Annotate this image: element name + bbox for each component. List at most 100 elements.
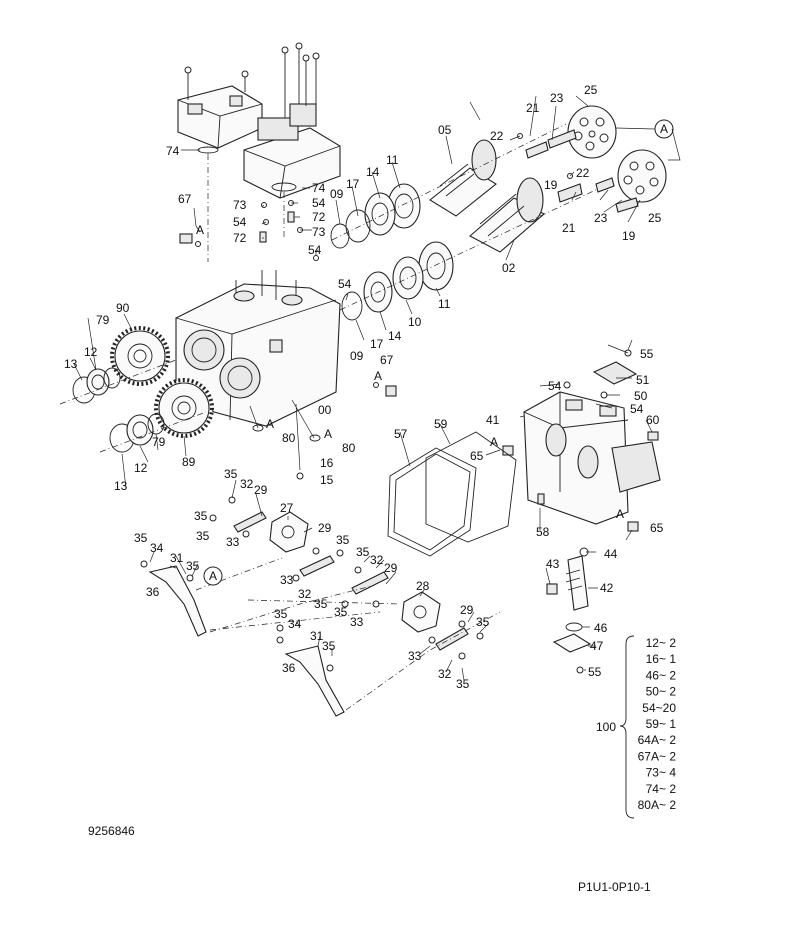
part-label: 33	[226, 535, 240, 549]
part-label: 60	[646, 413, 660, 427]
part-label: 14	[388, 329, 402, 343]
part-label: 35	[134, 531, 148, 545]
pump-housing	[175, 270, 341, 442]
kit-item: 80A~ 2	[638, 798, 677, 812]
part-label: 74	[166, 144, 180, 158]
kit-number: 100	[596, 720, 616, 734]
part-label: 35	[194, 509, 208, 523]
part-label: 35	[274, 607, 288, 621]
part-label: 12	[134, 461, 148, 475]
part-label: 35	[456, 677, 470, 691]
servo-cover-28	[401, 591, 441, 633]
kit-item: 16~ 1	[646, 652, 677, 666]
part-label: 72	[312, 210, 326, 224]
page-code: P1U1-0P10-1	[578, 880, 651, 894]
pump-cover-41	[502, 361, 661, 532]
part-label: 35	[196, 529, 210, 543]
kit-item: 67A~ 2	[638, 749, 677, 763]
part-label: 15	[320, 473, 334, 487]
part-label: A	[266, 417, 274, 431]
part-label: 35	[224, 467, 238, 481]
part-label: 16	[320, 456, 334, 470]
part-label: 25	[648, 211, 662, 225]
part-label: 35	[476, 615, 490, 629]
lever-upper	[140, 560, 207, 637]
part-label: 44	[604, 547, 618, 561]
part-label: 54	[338, 277, 352, 291]
kit-item: 64A~ 2	[638, 733, 677, 747]
part-label: 13	[114, 479, 128, 493]
part-label: 67	[380, 353, 394, 367]
drawing-number: 9256846	[88, 824, 135, 838]
part-label: 67	[178, 192, 192, 206]
part-label: 09	[350, 349, 364, 363]
part-label: 43	[546, 557, 560, 571]
part-label: 05	[438, 123, 452, 137]
callout-a-text: A	[660, 122, 668, 136]
part-label: 54	[312, 196, 326, 210]
part-label: 79	[152, 435, 166, 449]
part-label: 80	[282, 431, 296, 445]
part-label: 21	[562, 221, 576, 235]
part-label: A	[374, 369, 382, 383]
kit-item: 50~ 2	[646, 685, 677, 699]
servo-cover-27	[269, 511, 309, 553]
part-label: 57	[394, 427, 408, 441]
kit-item: 74~ 2	[646, 782, 677, 796]
gaskets	[387, 431, 517, 557]
part-label: 35	[322, 639, 336, 653]
part-label: 28	[416, 579, 430, 593]
part-label: 55	[588, 665, 602, 679]
part-label: A	[490, 435, 498, 449]
part-label: 54	[548, 379, 562, 393]
part-label: 74	[312, 181, 326, 195]
part-label: 17	[370, 337, 384, 351]
part-label: 33	[408, 649, 422, 663]
part-label: 32	[438, 667, 452, 681]
part-label: 19	[622, 229, 636, 243]
part-label: 29	[318, 521, 332, 535]
part-labels: 74 74 67 A 73 54 72 54 72 73 54 09 17 14…	[64, 83, 664, 691]
part-label: 54	[630, 402, 644, 416]
part-label: 36	[146, 585, 160, 599]
servo-piston	[546, 547, 592, 674]
part-label: 31	[310, 629, 324, 643]
part-label: 35	[334, 605, 348, 619]
part-label: 11	[386, 153, 399, 167]
part-label: 36	[282, 661, 296, 675]
gear-90	[110, 326, 170, 386]
part-label: 47	[590, 639, 604, 653]
part-label: 51	[636, 373, 650, 387]
part-label: 32	[370, 553, 384, 567]
part-label: 21	[526, 101, 540, 115]
part-label: 32	[298, 587, 312, 601]
part-label: 34	[150, 541, 164, 555]
part-label: 22	[576, 166, 590, 180]
part-label: 11	[438, 297, 451, 311]
part-label: 00	[318, 403, 332, 417]
bearings-and-rings-left	[72, 367, 165, 453]
part-label: 35	[314, 597, 328, 611]
part-label: 73	[312, 225, 326, 239]
part-label: 65	[650, 521, 664, 535]
part-label: 32	[240, 477, 254, 491]
part-label: 09	[330, 187, 344, 201]
regulator-valve-right	[243, 42, 341, 199]
part-label: 59	[434, 417, 448, 431]
part-label: 65	[470, 449, 484, 463]
part-label: 35	[356, 545, 370, 559]
shaft-02-assembly	[341, 177, 545, 321]
part-label: 29	[460, 603, 474, 617]
callout-a-2: A	[203, 566, 223, 586]
part-label: 33	[350, 615, 364, 629]
part-label: 33	[280, 573, 294, 587]
part-label: 14	[366, 165, 380, 179]
part-label: 19	[544, 178, 558, 192]
part-label: 34	[288, 617, 302, 631]
part-label: 22	[490, 129, 504, 143]
part-label: 02	[502, 261, 516, 275]
gear-89	[154, 378, 214, 438]
part-label: 13	[64, 357, 78, 371]
